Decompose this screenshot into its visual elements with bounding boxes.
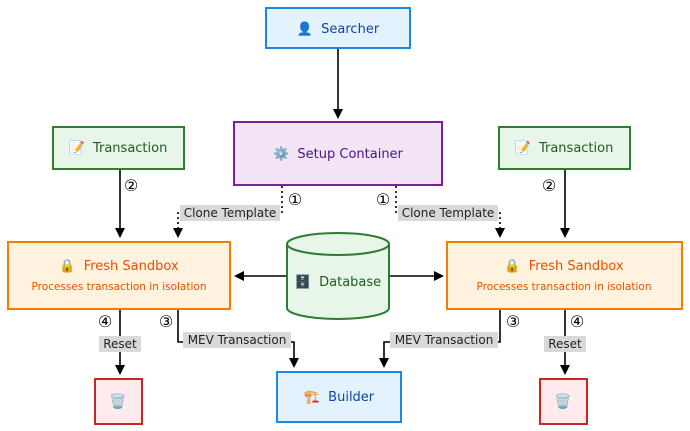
reset-right-label: Reset [548,337,582,351]
svg-text:🔒 Fresh Sandbox: 🔒 Fresh Sandbox [59,259,179,274]
reset-right-label-bg [544,336,586,352]
mev-right-label: MEV Transaction [395,333,494,347]
svg-text:🏗️ Builder: 🏗️ Builder [304,390,375,405]
svg-text:📝 Transaction: 📝 Transaction [515,140,614,156]
database-icon: 🗄️ [295,274,311,290]
reset-right-step: ④ [570,312,584,331]
mev-left-label: MEV Transaction [188,333,287,347]
svg-text:🔒 Fresh Sandbox: 🔒 Fresh Sandbox [504,259,624,274]
reset-left-label: Reset [103,337,137,351]
tx-right-step: ② [542,176,556,195]
svg-text:⚙️ Setup Container: ⚙️ Setup Container [273,146,403,162]
gear-icon: ⚙️ [273,146,289,162]
database-node[interactable]: 🗄️ Database [286,232,390,320]
edge-labels: Clone Template ① Clone Template ① ② ② ④ … [98,176,586,352]
mev-right-label-bg [390,332,498,348]
transaction-left-label: Transaction [92,141,167,156]
transaction-right-label: Transaction [538,141,613,156]
clone-right-label-bg [398,205,498,221]
memo-icon: 📝 [69,140,85,156]
setup-container-node[interactable]: ⚙️ Setup Container [233,121,443,186]
clone-right-step: ① [376,190,390,209]
svg-text:📝 Transaction: 📝 Transaction [69,140,168,156]
transaction-left-node[interactable]: 📝 Transaction [52,126,185,170]
sandbox-right-label: Fresh Sandbox [529,259,624,274]
clone-left-label-bg [180,205,280,221]
reset-left-step: ④ [98,312,112,331]
mev-left-label-bg [183,332,291,348]
trash-icon: 🗑️ [109,393,126,410]
builder-label: Builder [328,390,375,405]
crane-icon: 🏗️ [304,390,320,405]
transaction-right-node[interactable]: 📝 Transaction [498,126,631,170]
tx-left-step: ② [124,176,138,195]
svg-text:👤 Searcher: 👤 Searcher [297,21,380,37]
builder-node[interactable]: 🏗️ Builder [276,371,402,423]
lock-icon: 🔒 [59,259,75,274]
trash-right-node[interactable]: 🗑️ [539,378,588,425]
sandbox-right-sublabel: Processes transaction in isolation [477,281,652,293]
searcher-label: Searcher [321,22,380,37]
trash-icon: 🗑️ [554,393,571,410]
memo-icon: 📝 [515,140,531,156]
person-icon: 👤 [297,21,313,37]
sandbox-left-node[interactable]: 🔒 Fresh Sandbox Processes transaction in… [7,241,231,310]
sandbox-right-node[interactable]: 🔒 Fresh Sandbox Processes transaction in… [446,241,683,310]
database-label: Database [319,275,381,290]
svg-text:🗄️ Database: 🗄️ Database [295,274,381,290]
trash-left-node[interactable]: 🗑️ [94,378,143,425]
mev-left-step: ③ [159,312,173,331]
sandbox-left-sublabel: Processes transaction in isolation [32,281,207,293]
reset-left-label-bg [99,336,141,352]
mev-right-step: ③ [506,312,520,331]
sandbox-left-label: Fresh Sandbox [84,259,179,274]
clone-right-label: Clone Template [402,206,495,220]
clone-left-step: ① [288,190,302,209]
lock-icon: 🔒 [504,259,520,274]
setup-container-label: Setup Container [297,147,403,162]
clone-left-label: Clone Template [184,206,277,220]
searcher-node[interactable]: 👤 Searcher [265,7,411,49]
